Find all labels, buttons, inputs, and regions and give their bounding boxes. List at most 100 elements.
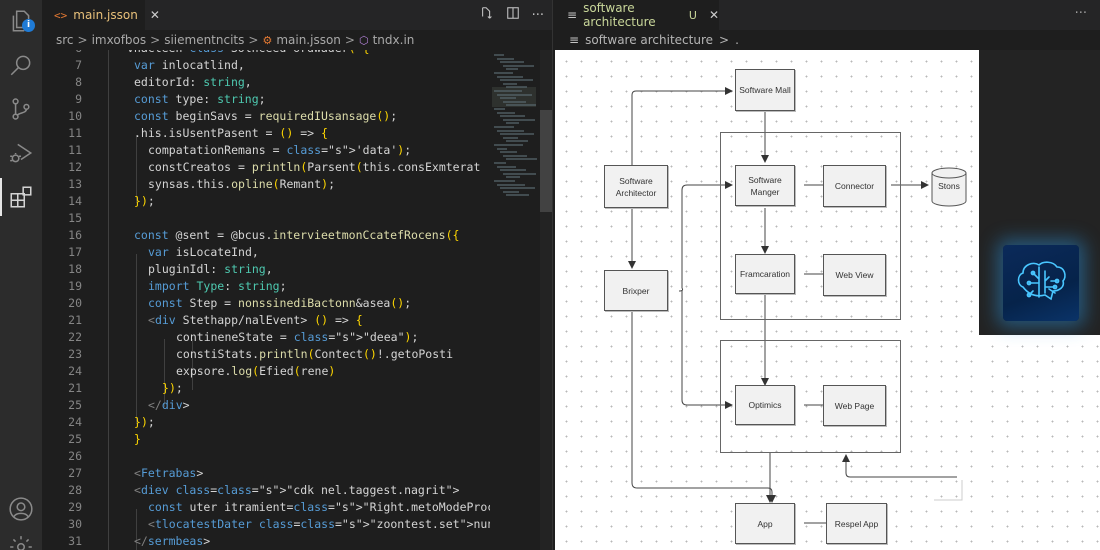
- extensions-icon[interactable]: [8, 184, 34, 210]
- line-code: const @sent = @bcus.intervieetmonCcatefR…: [134, 228, 460, 242]
- line-number: 15: [68, 211, 82, 225]
- indent-guide: [108, 50, 109, 550]
- minimap-line: [500, 79, 533, 82]
- more-actions-icon[interactable]: ···: [531, 7, 544, 23]
- code-editor[interactable]: 6vhacteen class Solnceed ordwader( {7var…: [42, 50, 490, 550]
- line-code: import Type: string;: [148, 279, 287, 293]
- line-number: 29: [68, 500, 82, 514]
- run-debug-icon[interactable]: [8, 140, 34, 166]
- breadcrumb-item[interactable]: .: [735, 33, 739, 47]
- source-control-icon[interactable]: [8, 96, 34, 122]
- code-line[interactable]: 26: [42, 448, 490, 465]
- tab-label: software architecture: [583, 1, 656, 29]
- minimap-line: [500, 115, 525, 118]
- line-number: 16: [68, 228, 82, 242]
- node-optimics[interactable]: Optimics: [735, 385, 795, 425]
- line-code: const uter itramient=class="s">"Right.me…: [148, 500, 490, 514]
- diagram-canvas-extension[interactable]: [979, 335, 1100, 550]
- node-framcaration[interactable]: Framcaration: [735, 254, 795, 294]
- code-line[interactable]: 21<div Stethapp/nalEvent> () => {: [42, 312, 490, 329]
- breadcrumb-item[interactable]: main.jsson: [276, 33, 341, 47]
- breadcrumb-item[interactable]: src: [56, 33, 74, 47]
- code-line[interactable]: 30<tlocatestDater class=class="s">"zoont…: [42, 516, 490, 533]
- scrollbar-thumb[interactable]: [540, 110, 552, 212]
- breadcrumb-separator: >: [344, 33, 355, 47]
- node-software-mall[interactable]: Software Mall: [735, 69, 795, 111]
- line-number: 24: [68, 415, 82, 429]
- database-icon: [931, 167, 967, 207]
- line-code: }: [134, 432, 141, 446]
- line-code: });: [162, 381, 183, 395]
- breadcrumb: src > imxofbos > siiementncits > ⚙ main.…: [42, 30, 552, 50]
- code-line[interactable]: 21});: [42, 380, 490, 397]
- code-line[interactable]: 14});: [42, 193, 490, 210]
- file-icon: ⚙: [262, 33, 273, 47]
- node-connector[interactable]: Connector: [823, 165, 886, 207]
- breadcrumb-item[interactable]: imxofbos: [91, 33, 147, 47]
- node-brixper[interactable]: Brixper: [604, 270, 668, 311]
- search-icon[interactable]: [8, 52, 34, 78]
- tab-main-jsson[interactable]: <> main.jsson ✕: [42, 0, 160, 30]
- minimap-line: [494, 180, 515, 182]
- group-container[interactable]: [720, 132, 901, 320]
- minimap-line: [494, 90, 522, 92]
- node-software-architector[interactable]: Software Architector: [604, 165, 668, 208]
- breadcrumb-item[interactable]: software architecture: [585, 33, 714, 47]
- minimap-line: [500, 133, 534, 136]
- notification-badge: i: [22, 19, 35, 32]
- close-icon[interactable]: ✕: [149, 8, 160, 22]
- minimap-line: [506, 158, 537, 161]
- group-container[interactable]: [720, 340, 901, 453]
- compare-changes-icon[interactable]: [480, 6, 494, 24]
- code-line[interactable]: 29 const uter itramient=class="s">"Right.…: [42, 499, 490, 516]
- tab-software-architecture[interactable]: ≡ software architecture U ✕: [553, 0, 719, 30]
- line-code: });: [134, 415, 155, 429]
- code-line[interactable]: 28<diev class=class="s">"cdk nel.taggest…: [42, 482, 490, 499]
- line-code: <Fetrabas>: [134, 466, 204, 480]
- line-code: vhacteen class Solnceed ordwader( {: [127, 50, 369, 57]
- gear-icon[interactable]: [8, 534, 34, 550]
- node-app[interactable]: App: [735, 503, 795, 544]
- code-line[interactable]: 25</div>: [42, 397, 490, 414]
- code-line[interactable]: 31</sermbeas>: [42, 533, 490, 550]
- node-software-manger[interactable]: Software Manger: [735, 165, 795, 206]
- line-code: <diev class=class="s">"cdk nel.taggest.n…: [134, 483, 460, 497]
- code-line[interactable]: 6vhacteen class Solnceed ordwader( {: [42, 50, 490, 57]
- account-icon[interactable]: [8, 496, 34, 522]
- code-line[interactable]: 11.his.isUsentPasent = () => {: [42, 125, 490, 142]
- node-stons[interactable]: Stons: [930, 167, 968, 209]
- code-line[interactable]: 27<Fetrabas>: [42, 465, 490, 482]
- more-actions-icon[interactable]: ···: [1074, 6, 1087, 21]
- node-web-view[interactable]: Web View: [823, 254, 886, 296]
- line-number: 20: [68, 296, 82, 310]
- minimap-line: [497, 147, 507, 150]
- brain-circuit-icon: [1003, 245, 1079, 321]
- minimap[interactable]: [490, 50, 540, 550]
- minimap-line: [503, 64, 534, 67]
- breadcrumb-item[interactable]: siiementncits: [164, 33, 245, 47]
- close-icon[interactable]: ✕: [708, 8, 719, 22]
- node-respel-app[interactable]: Respel App: [826, 503, 887, 544]
- code-line[interactable]: 16 const @sent = @bcus.intervieetmonCcate…: [42, 227, 490, 244]
- node-web-page[interactable]: Web Page: [823, 385, 886, 426]
- line-code: <tlocatestDater class=class="s">"zoontes…: [148, 517, 490, 531]
- code-line[interactable]: 24});: [42, 414, 490, 431]
- code-line[interactable]: 25}: [42, 431, 490, 448]
- split-editor-icon[interactable]: [506, 6, 520, 24]
- breadcrumb-item[interactable]: tndx.in: [372, 33, 415, 47]
- code-line[interactable]: 15: [42, 210, 490, 227]
